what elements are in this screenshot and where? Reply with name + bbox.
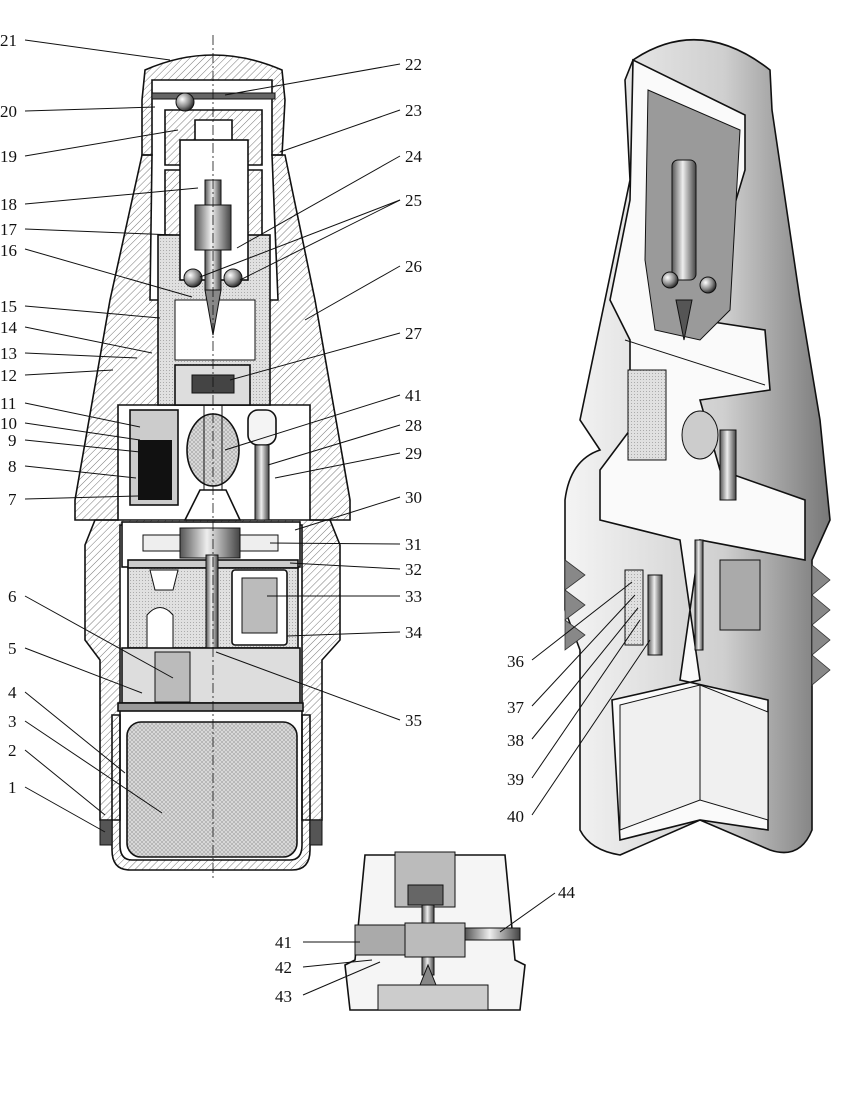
base-5: [121, 647, 301, 704]
ring-1: [99, 819, 113, 846]
labels-left: 21 20 19 18 17 16 15 14 13 12 11 10 9 8 …: [0, 31, 18, 797]
label-40: 40: [507, 807, 524, 826]
leader-lines-cutaway: [531, 581, 651, 816]
detail-pin-44: [464, 927, 521, 941]
leader-lines-detail: [302, 892, 556, 996]
label-12: 12: [0, 366, 17, 385]
label-38: 38: [507, 731, 524, 750]
label-18: 18: [0, 195, 17, 214]
pin-28: [247, 409, 277, 446]
ball-19: [175, 92, 195, 112]
label-36: 36: [507, 652, 524, 671]
label-19: 19: [0, 147, 17, 166]
label-14: 14: [0, 318, 18, 337]
detail-bolt-41: [354, 924, 406, 956]
label-10: 10: [0, 414, 17, 433]
label-15: 15: [0, 297, 17, 316]
label-6: 6: [8, 587, 17, 606]
label-34: 34: [405, 623, 423, 642]
label-28: 28: [405, 416, 422, 435]
label-24: 24: [405, 147, 423, 166]
label-detail-42: 42: [275, 958, 292, 977]
label-29: 29: [405, 444, 422, 463]
labels-right: 22 23 24 25 26 27 41 28 29 30 31 32 33 3…: [405, 55, 423, 730]
leader-lines-left: [24, 39, 199, 833]
cutaway-view: [564, 38, 831, 856]
cap-21: [141, 54, 286, 156]
ring-2: [309, 819, 323, 846]
label-39: 39: [507, 770, 524, 789]
label-37: 37: [507, 698, 525, 717]
label-22: 22: [405, 55, 422, 74]
label-26: 26: [405, 257, 422, 276]
label-detail-44: 44: [558, 883, 576, 902]
label-3: 3: [8, 712, 17, 731]
label-5: 5: [8, 639, 17, 658]
detail-view: [344, 851, 526, 1011]
cup-4: [111, 714, 311, 871]
label-35: 35: [405, 711, 422, 730]
ball-25a: [183, 268, 203, 288]
ball-25b: [223, 268, 243, 288]
label-4: 4: [8, 683, 17, 702]
label-2: 2: [8, 741, 17, 760]
label-8: 8: [8, 457, 17, 476]
charge-8: [138, 440, 172, 500]
charge-3: [126, 721, 298, 858]
label-31: 31: [405, 535, 422, 554]
label-27: 27: [405, 324, 423, 343]
thread-right: [811, 564, 831, 686]
cutaway-spring: [624, 569, 644, 646]
label-1: 1: [8, 778, 17, 797]
label-detail-43: 43: [275, 987, 292, 1006]
labels-detail: 41 42 43 44: [275, 883, 576, 1006]
label-11: 11: [0, 394, 16, 413]
label-16: 16: [0, 241, 17, 260]
label-41: 41: [405, 386, 422, 405]
cutaway-striker: [671, 159, 697, 281]
label-9: 9: [8, 431, 17, 450]
label-33: 33: [405, 587, 422, 606]
label-23: 23: [405, 101, 422, 120]
section-view: [74, 35, 351, 880]
label-25: 25: [405, 191, 422, 210]
cutaway-plug: [627, 369, 667, 461]
thread-left: [564, 559, 586, 651]
part-6: [154, 651, 191, 703]
labels-cutaway: 36 37 38 39 40: [507, 652, 525, 826]
label-detail-41: 41: [275, 933, 292, 952]
label-20: 20: [0, 102, 17, 121]
label-17: 17: [0, 220, 18, 239]
label-13: 13: [0, 344, 17, 363]
label-21: 21: [0, 31, 17, 50]
label-32: 32: [405, 560, 422, 579]
leader-lines-right: [199, 63, 401, 721]
label-30: 30: [405, 488, 422, 507]
label-7: 7: [8, 490, 17, 509]
lower-body: [84, 519, 341, 821]
disc-22: [151, 92, 276, 100]
